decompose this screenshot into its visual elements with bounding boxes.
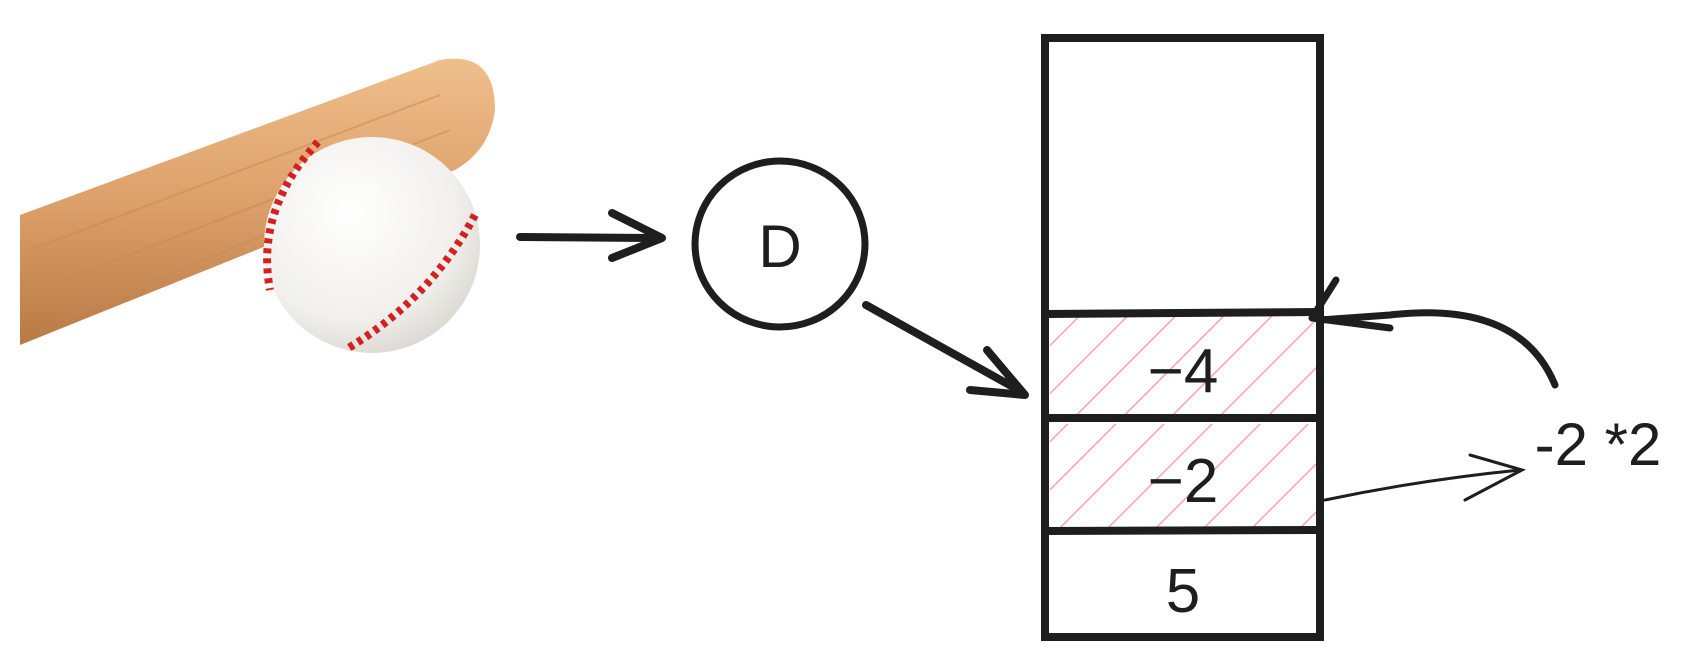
stack-cell-highlight-1 (1050, 312, 1320, 416)
ball-stitch-left (263, 139, 321, 291)
node-d: D (691, 157, 869, 331)
node-d-label: D (758, 213, 801, 280)
arrow-cell-to-operation (1323, 453, 1526, 502)
stack-divider-3 (1041, 526, 1324, 535)
arrow-node-to-stack (862, 301, 1029, 399)
stack-cell-3: 5 (1166, 557, 1200, 626)
ball-stitch-right (342, 213, 479, 354)
baseball (264, 137, 480, 353)
stack-cell-1: −4 (1148, 337, 1219, 406)
operation-label: -2 *2 (1535, 411, 1662, 478)
arrow-operation-to-stack (1308, 276, 1559, 389)
arrow-image-to-node (516, 209, 666, 262)
bat-shape (20, 58, 495, 345)
baseball-and-bat-icon (20, 58, 495, 354)
stack-outline (1041, 34, 1324, 641)
stack: −4 −2 5 (1041, 34, 1324, 641)
stack-cell-2: −2 (1148, 447, 1219, 516)
stack-cell-highlight-2 (1050, 424, 1320, 530)
stack-divider-1 (1041, 308, 1324, 318)
